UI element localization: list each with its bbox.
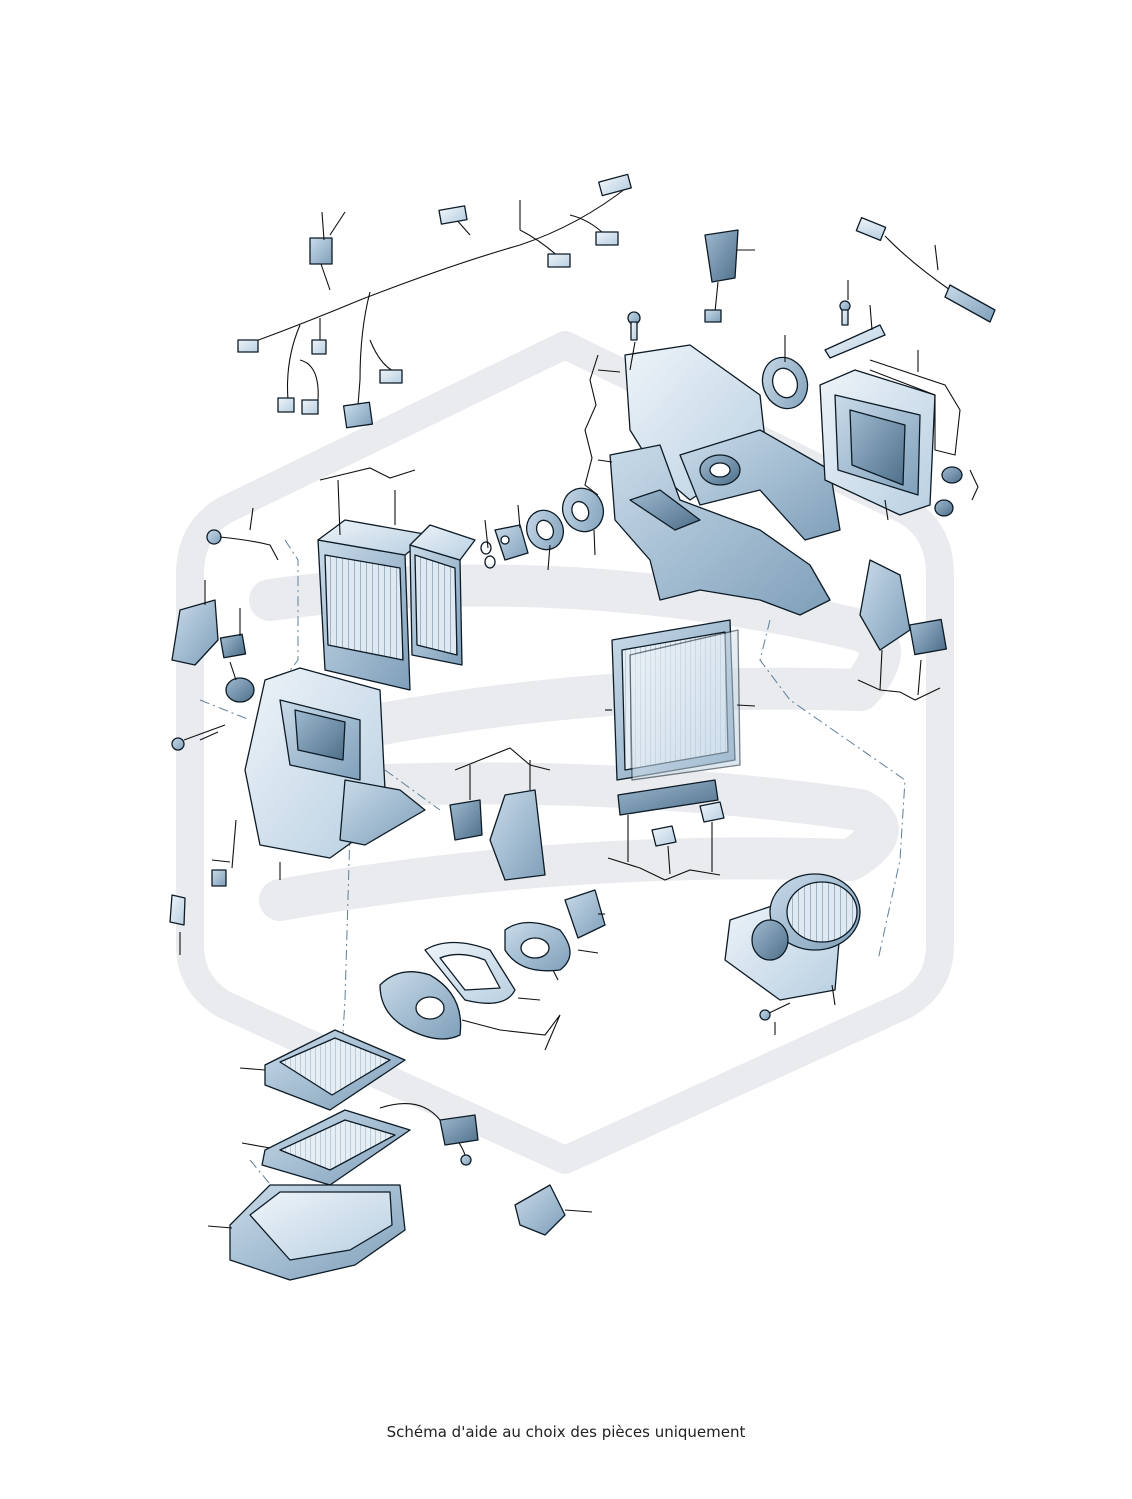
actuator-gear[interactable]: [934, 466, 963, 517]
air-duct-seal[interactable]: [556, 482, 611, 539]
callout-leaders: [179, 200, 979, 1229]
lower-heater-housing[interactable]: [244, 667, 426, 859]
duct-gaskets[interactable]: [424, 941, 516, 1004]
flap-servo-motor[interactable]: [225, 677, 255, 703]
seal-ring[interactable]: [755, 351, 814, 415]
air-intake-housing[interactable]: [819, 369, 936, 516]
cover-plate[interactable]: [514, 1184, 566, 1236]
flap-servo-motor[interactable]: [704, 229, 739, 323]
screw[interactable]: [759, 1002, 791, 1021]
lower-tray[interactable]: [229, 1184, 406, 1281]
footer-disclaimer: Schéma d'aide au choix des pièces unique…: [386, 1423, 746, 1441]
heat-exchanger[interactable]: [409, 524, 476, 666]
servomotor-small[interactable]: [219, 633, 247, 659]
o-rings[interactable]: [480, 541, 496, 569]
clip[interactable]: [169, 894, 186, 926]
grommet[interactable]: [520, 504, 570, 555]
wiring-harness[interactable]: [237, 173, 632, 429]
sealing-gasket[interactable]: [869, 359, 961, 456]
duct-connector[interactable]: [564, 889, 606, 939]
upper-air-distribution-housing[interactable]: [609, 344, 841, 616]
heater-core[interactable]: [261, 1109, 411, 1186]
temperature-sensor-rod[interactable]: [206, 529, 279, 561]
duct-gaskets[interactable]: [504, 921, 571, 972]
blower-resistor[interactable]: [908, 618, 948, 656]
temp-sender[interactable]: [211, 819, 237, 887]
electric-heater[interactable]: [379, 1103, 479, 1166]
screw[interactable]: [627, 311, 641, 341]
dust-pollen-filter[interactable]: [611, 619, 741, 781]
duct-connector[interactable]: [489, 789, 546, 881]
blower-motor[interactable]: [724, 873, 861, 1001]
duct-gaskets[interactable]: [379, 971, 462, 1040]
evaporator[interactable]: [317, 519, 431, 691]
expansion-valve[interactable]: [494, 524, 529, 561]
screw[interactable]: [839, 300, 851, 326]
lever-bracket[interactable]: [171, 599, 219, 666]
filter-cover[interactable]: [617, 779, 719, 816]
bracket[interactable]: [824, 324, 886, 359]
harness-connector[interactable]: [309, 237, 333, 291]
filter-clips[interactable]: [651, 801, 725, 847]
air-duct-seal[interactable]: [859, 559, 911, 651]
cover-plate[interactable]: [264, 1029, 406, 1111]
temp-sender[interactable]: [171, 724, 226, 751]
outside-temp-sensor[interactable]: [855, 216, 996, 323]
servomotor-small[interactable]: [449, 799, 483, 841]
